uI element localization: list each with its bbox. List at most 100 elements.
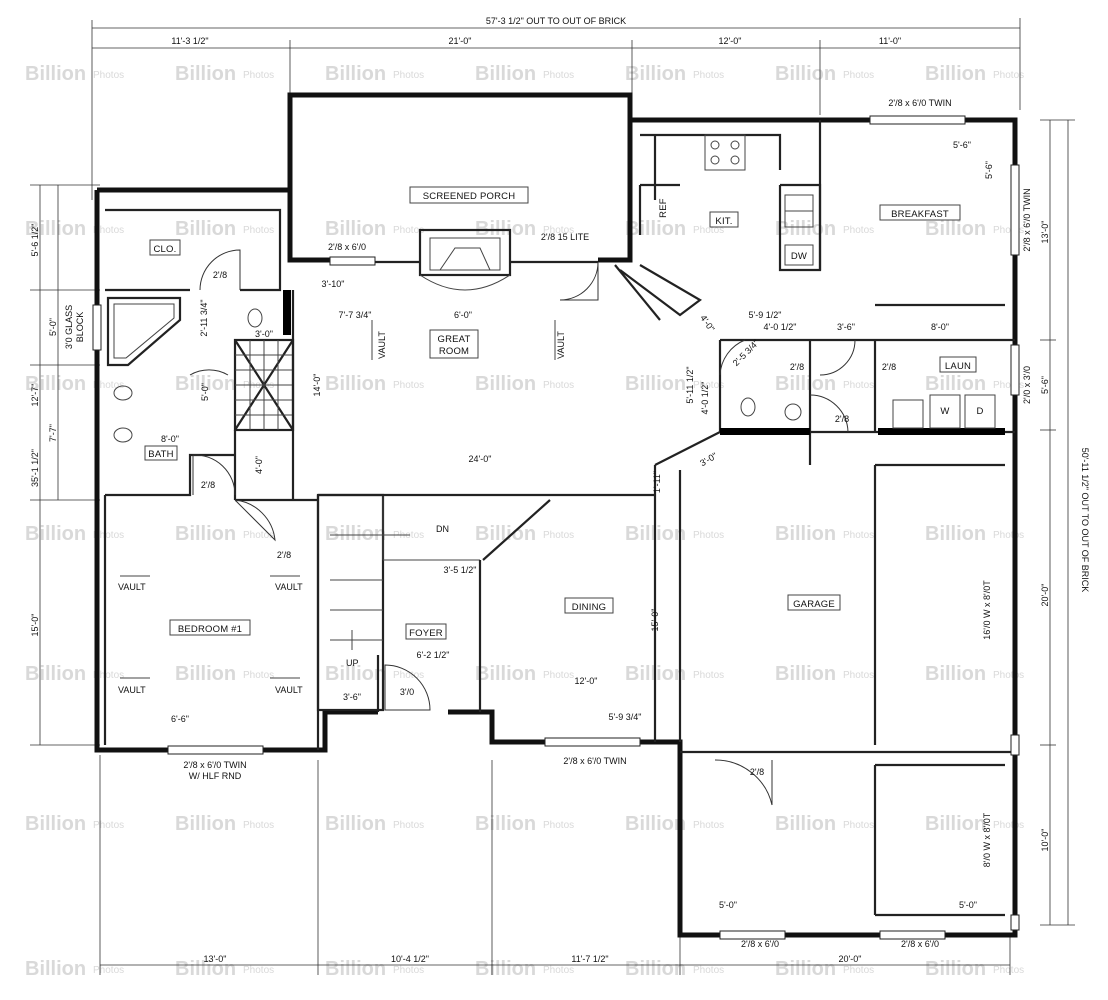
room-bath: BATH [148, 449, 173, 460]
watermark-text: Billion [175, 813, 236, 835]
watermark-subtext: Photos [693, 965, 724, 976]
label-washer: W [940, 406, 949, 417]
vault-bed-bl: VAULT [118, 685, 146, 695]
window-porch-label: 2'/8 x 6'/0 [328, 242, 366, 252]
door-closet-label: 2'/8 [213, 270, 227, 280]
label-ref: REF [658, 198, 669, 218]
dim-5-9-1-2: 5'-9 1/2" [749, 310, 782, 320]
watermark-subtext: Photos [843, 820, 874, 831]
garage-door-big-label: 16'/0 W x 8'/0T [982, 580, 992, 640]
watermark-subtext: Photos [693, 380, 724, 391]
room-garage: GARAGE [793, 599, 835, 610]
watermark-text: Billion [475, 63, 536, 85]
dim-3-0-diag: 3'-0" [698, 451, 719, 469]
vault-bed-br: VAULT [275, 685, 303, 695]
watermark-subtext: Photos [843, 70, 874, 81]
overall-depth-label: 50'-11 1/2" OUT TO OUT OF BRICK [1080, 448, 1090, 593]
dim-top-4: 11'-0" [879, 36, 901, 46]
dim-left-6: 15'-0" [30, 614, 40, 637]
door-hall-3-label: 2'/8 [835, 414, 849, 424]
dim-right-1: 13'-0" [1040, 221, 1050, 244]
dim-left-1: 5'-6 1/2" [30, 224, 40, 257]
dim-right-2: 5'-6" [1040, 376, 1050, 394]
watermark-text: Billion [475, 523, 536, 545]
watermark-subtext: Photos [693, 670, 724, 681]
watermark-subtext: Photos [93, 965, 124, 976]
dim-5-11-1-2: 5'-11 1/2" [685, 366, 695, 403]
watermark-text: Billion [775, 813, 836, 835]
watermark-text: Billion [775, 373, 836, 395]
room-closet: CLO. [154, 244, 177, 255]
room-laundry: LAUN [945, 361, 971, 372]
watermark-subtext: Photos [393, 225, 424, 236]
dim-5-0: 5'-0" [200, 383, 210, 401]
dim-8-0-laun: 8'-0" [931, 322, 949, 332]
door-bath-label: 2'/8 [201, 480, 215, 490]
dim-24-0: 24'-0" [469, 454, 492, 464]
watermark-subtext: Photos [993, 380, 1024, 391]
watermark-text: Billion [175, 218, 236, 240]
doors [189, 249, 856, 806]
watermark-subtext: Photos [843, 670, 874, 681]
dim-top-2: 21'-0" [449, 36, 472, 46]
dim-left-2: 5'-0" [48, 318, 58, 336]
dim-left-3: 12'-7" [30, 384, 40, 407]
room-great-room-line1: GREAT [437, 334, 470, 345]
dim-bottom-3: 11'-7 1/2" [571, 954, 608, 964]
watermark-subtext: Photos [993, 965, 1024, 976]
watermark-text: Billion [25, 958, 86, 980]
watermark-subtext: Photos [393, 670, 424, 681]
watermark-text: Billion [325, 663, 386, 685]
dim-6-2-1-2: 6'-2 1/2" [417, 650, 450, 660]
dim-bottom-1: 13'-0" [204, 954, 227, 964]
watermark-text: Billion [925, 813, 986, 835]
watermark-subtext: Photos [543, 70, 574, 81]
dim-6-0: 6'-0" [454, 310, 472, 320]
watermark-subtext: Photos [243, 225, 274, 236]
watermark-text: Billion [475, 958, 536, 980]
dim-3-0: 3'-0" [255, 329, 273, 339]
dim-bottom-2: 10'-4 1/2" [391, 954, 429, 964]
window-garage-right-label: 2'/8 x 6'/0 [901, 939, 939, 949]
dim-5-6-vert: 5'-6" [984, 161, 994, 179]
watermark-text: Billion [325, 958, 386, 980]
dim-7-7-3-4: 7'-7 3/4" [339, 310, 372, 320]
watermark-text: Billion [625, 373, 686, 395]
watermark-text: Billion [925, 63, 986, 85]
dim-6-6: 6'-6" [171, 714, 189, 724]
glass-block-label-1: 3'0 GLASS [64, 305, 74, 349]
watermark-subtext: Photos [93, 380, 124, 391]
room-dining: DINING [572, 602, 606, 613]
watermark-text: Billion [325, 523, 386, 545]
overall-dimensions [30, 18, 1075, 975]
dim-5-9-3-4: 5'-9 3/4" [609, 712, 642, 722]
dim-2-5-3-4: 2'-5 3/4" [731, 338, 761, 368]
watermark-subtext: Photos [393, 380, 424, 391]
window-bedroom-label-2: W/ HLF RND [189, 771, 242, 781]
garage-door-small-label: 8'/0 W x 8'/0T [982, 812, 992, 867]
watermark-subtext: Photos [393, 70, 424, 81]
label-dw: DW [791, 251, 807, 262]
dim-right-4: 10'-0" [1040, 829, 1050, 852]
watermark-text: Billion [625, 813, 686, 835]
watermark-subtext: Photos [543, 820, 574, 831]
dim-1-11: 1'-11" [652, 471, 662, 493]
dim-5-0-garage-right: 5'-0" [959, 900, 977, 910]
watermark-text: Billion [775, 523, 836, 545]
watermark-text: Billion [925, 373, 986, 395]
dim-2-11-3-4: 2'-11 3/4" [199, 299, 209, 336]
window-breakfast-twin-label: 2'/8 x 6'/0 TWIN [888, 98, 951, 108]
windows [92, 115, 1020, 940]
watermark-text: Billion [775, 958, 836, 980]
glass-block-label-2: BLOCK [75, 312, 85, 343]
dim-5-6: 5'-6" [953, 140, 971, 150]
vault-great-right: VAULT [556, 331, 566, 359]
room-bedroom-1: BEDROOM #1 [178, 624, 242, 635]
watermark-text: Billion [475, 663, 536, 685]
dim-4-0-1-2: 4'-0 1/2" [764, 322, 797, 332]
watermark-subtext: Photos [993, 530, 1024, 541]
watermark-text: Billion [25, 523, 86, 545]
window-breakfast-side-label: 2'/8 x 6'/0 TWIN [1022, 188, 1032, 251]
watermark-subtext: Photos [93, 820, 124, 831]
window-garage-left-label: 2'/8 x 6'/0 [741, 939, 779, 949]
